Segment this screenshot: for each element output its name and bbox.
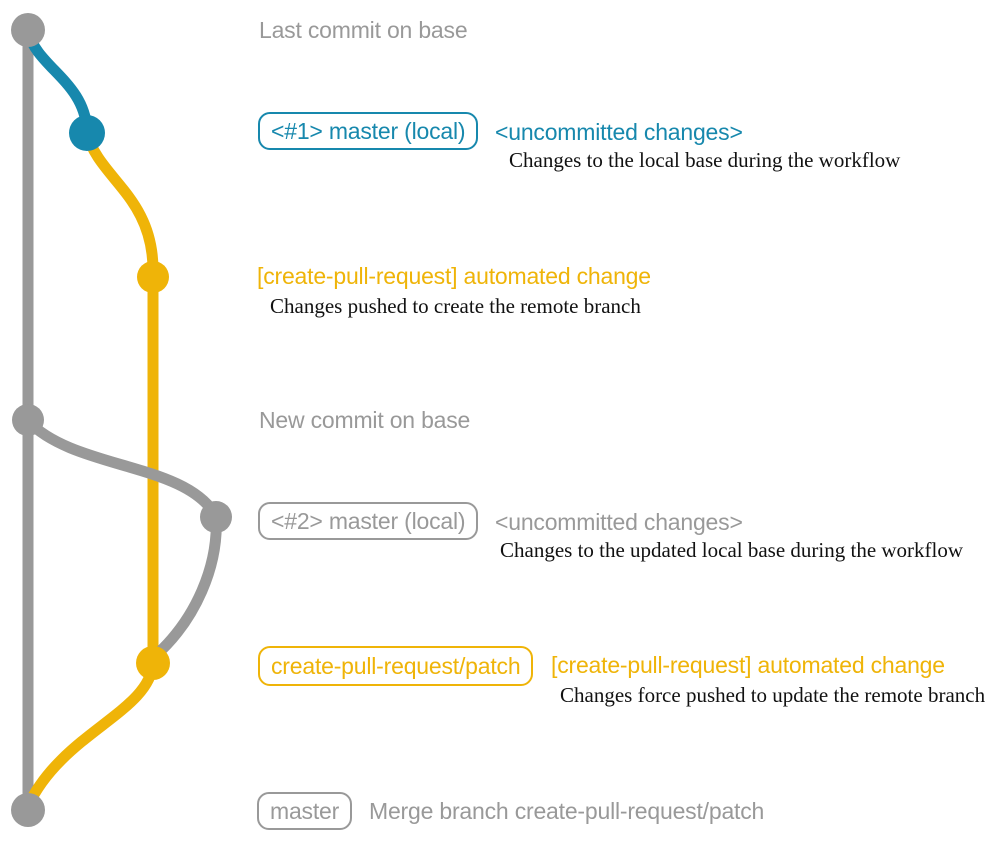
commit-dot-automated-2 xyxy=(136,646,170,680)
updated-local-branch-out-line xyxy=(22,415,222,522)
commit-dot-automated-1 xyxy=(137,261,169,293)
uncommitted-changes-1-description: Changes to the local base during the wor… xyxy=(509,148,901,172)
automated-change-1-description: Changes pushed to create the remote bran… xyxy=(270,294,641,318)
branch-tag-master-local-1: <#1> master (local) xyxy=(258,112,479,150)
automated-change-1-label: [create-pull-request] automated change xyxy=(257,263,651,289)
commit-dot-uncommitted-1 xyxy=(69,115,105,151)
branch-tag-master: master xyxy=(257,792,353,830)
uncommitted-changes-2-description: Changes to the updated local base during… xyxy=(500,538,964,562)
patch-merge-line xyxy=(22,657,159,812)
uncommitted-changes-1-label: <uncommitted changes> xyxy=(495,119,743,145)
commit-dot-last-base xyxy=(11,13,45,47)
branch-tag-master-text: master xyxy=(270,797,340,824)
branch-tag-master-local-2-text: <#2> master (local) xyxy=(271,507,466,534)
patch-branch-line xyxy=(81,127,159,669)
updated-local-branch-in-line xyxy=(148,510,222,663)
automated-change-2-description: Changes force pushed to update the remot… xyxy=(560,683,986,707)
branch-tag-patch: create-pull-request/patch xyxy=(258,646,534,686)
branch-tag-master-local-2: <#2> master (local) xyxy=(258,502,479,540)
branch-tag-patch-text: create-pull-request/patch xyxy=(271,652,521,679)
new-commit-label: New commit on base xyxy=(259,407,471,433)
last-commit-label: Last commit on base xyxy=(259,17,468,43)
commit-dot-new-base xyxy=(12,404,44,436)
uncommitted-changes-2-label: <uncommitted changes> xyxy=(495,509,743,535)
commit-dot-uncommitted-2 xyxy=(200,501,232,533)
automated-change-2-label: [create-pull-request] automated change xyxy=(551,652,945,678)
merge-commit-label: Merge branch create-pull-request/patch xyxy=(369,798,765,824)
local-master-branch-line xyxy=(22,26,93,137)
branch-tag-master-local-1-text: <#1> master (local) xyxy=(271,117,466,144)
commit-dot-merge xyxy=(11,793,45,827)
git-graph xyxy=(11,13,232,827)
